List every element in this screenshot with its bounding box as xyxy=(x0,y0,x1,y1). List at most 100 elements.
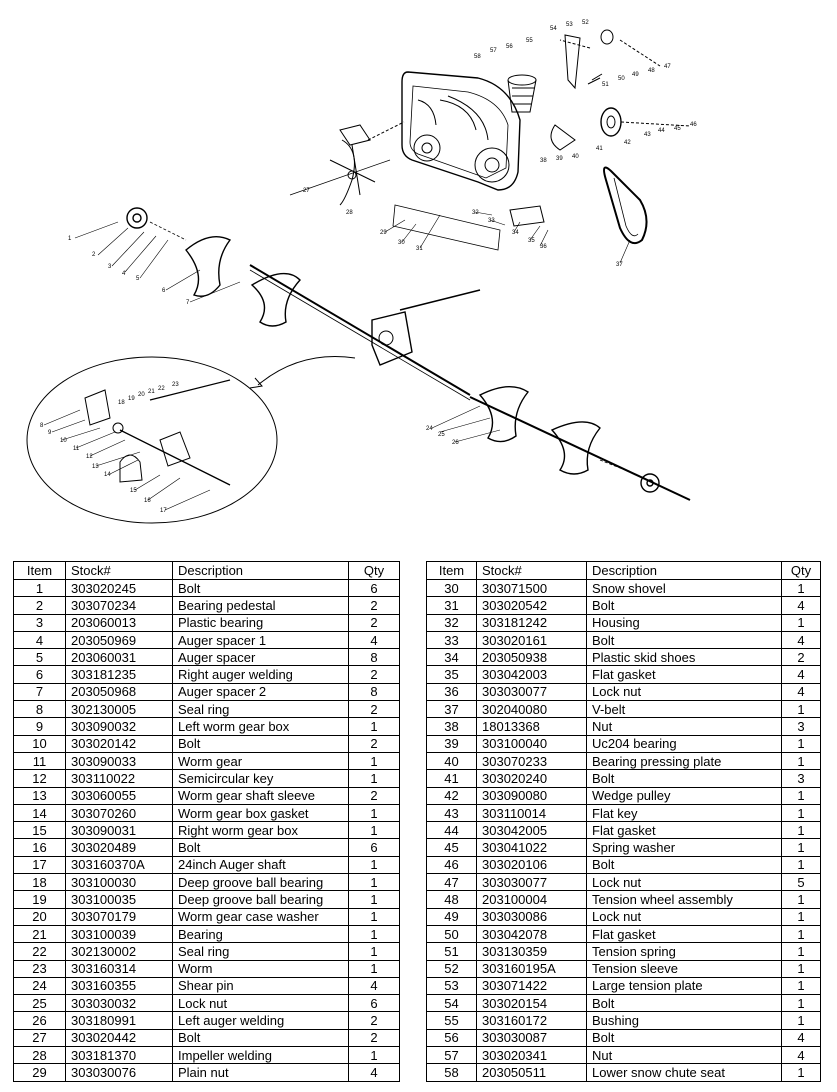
cell-stock: 303100035 xyxy=(65,890,173,909)
housing-drawing xyxy=(401,71,521,191)
cell-item: 57 xyxy=(426,1046,477,1065)
cell-item: 52 xyxy=(426,959,477,978)
cell-qty: 1 xyxy=(348,717,400,736)
cell-description: Tension spring xyxy=(586,942,782,961)
callout-label: 41 xyxy=(596,146,603,152)
cell-description: Bolt xyxy=(586,994,782,1013)
cell-description: Lock nut xyxy=(172,994,349,1013)
cell-description: Left auger welding xyxy=(172,1011,349,1030)
callout-label: 48 xyxy=(648,68,655,74)
cell-description: Plastic bearing xyxy=(172,613,349,632)
cell-stock: 303020245 xyxy=(65,578,173,598)
callout-label: 49 xyxy=(632,72,639,78)
callout-label: 22 xyxy=(158,386,165,392)
header-description: Description xyxy=(172,561,349,580)
cell-description: Bushing xyxy=(586,1011,782,1030)
cell-item: 49 xyxy=(426,907,477,926)
cell-stock: 303020161 xyxy=(476,630,587,650)
callout-label: 7 xyxy=(186,300,190,306)
cell-description: Bearing pedestal xyxy=(172,596,349,615)
cell-qty: 1 xyxy=(781,942,821,961)
cell-item: 26 xyxy=(13,1011,66,1030)
cell-stock: 303042078 xyxy=(476,924,587,944)
cell-description: Bolt xyxy=(586,769,782,788)
callout-label: 26 xyxy=(452,440,459,446)
cell-stock: 303160370A xyxy=(65,855,173,875)
v-belt-drawing xyxy=(603,166,648,244)
cell-item: 44 xyxy=(426,821,477,840)
cell-item: 13 xyxy=(13,786,66,805)
cell-item: 38 xyxy=(426,717,477,736)
callout-label: 58 xyxy=(474,54,481,60)
cell-item: 2 xyxy=(13,596,66,615)
cell-description: Flat key xyxy=(586,803,782,823)
cell-qty: 1 xyxy=(348,855,400,875)
cell-qty: 3 xyxy=(781,769,821,788)
cell-stock: 303160195A xyxy=(476,959,587,978)
cell-qty: 1 xyxy=(348,751,400,771)
cell-qty: 1 xyxy=(348,942,400,961)
callout-label: 27 xyxy=(303,188,310,194)
cell-item: 35 xyxy=(426,665,477,684)
callout-label: 9 xyxy=(48,430,52,436)
cell-qty: 1 xyxy=(781,907,821,926)
callout-label: 52 xyxy=(582,20,589,26)
cell-item: 11 xyxy=(13,751,66,771)
header-item: Item xyxy=(426,561,477,580)
callout-label: 11 xyxy=(73,446,80,452)
callout-label: 25 xyxy=(438,432,445,438)
cell-stock: 203100004 xyxy=(476,890,587,909)
cell-item: 1 xyxy=(13,578,66,598)
cell-item: 16 xyxy=(13,838,66,857)
cell-item: 6 xyxy=(13,665,66,684)
callout-label: 38 xyxy=(540,158,547,164)
cell-item: 8 xyxy=(13,700,66,719)
callout-label: 8 xyxy=(40,423,44,429)
cell-qty: 1 xyxy=(781,890,821,909)
cell-qty: 8 xyxy=(348,682,400,702)
cell-qty: 6 xyxy=(348,838,400,857)
callout-label: 45 xyxy=(674,126,681,132)
cell-qty: 1 xyxy=(781,994,821,1013)
cell-stock: 303020489 xyxy=(65,838,173,857)
callout-label: 13 xyxy=(92,464,99,470)
cell-stock: 303090031 xyxy=(65,821,173,840)
cell-qty: 2 xyxy=(781,648,821,667)
cell-description: Large tension plate xyxy=(586,976,782,996)
callout-label: 44 xyxy=(658,128,665,134)
cell-item: 34 xyxy=(426,648,477,667)
cell-description: Shear pin xyxy=(172,976,349,996)
cell-item: 29 xyxy=(13,1063,66,1082)
cell-stock: 303020240 xyxy=(476,769,587,788)
cell-description: Auger spacer xyxy=(172,648,349,667)
cell-item: 10 xyxy=(13,734,66,753)
cell-description: Tension sleeve xyxy=(586,959,782,978)
cell-stock: 302040080 xyxy=(476,700,587,719)
cell-stock: 302130005 xyxy=(65,700,173,719)
cell-stock: 303180991 xyxy=(65,1011,173,1030)
callout-label: 2 xyxy=(92,252,96,258)
cell-qty: 1 xyxy=(781,976,821,996)
cell-qty: 2 xyxy=(348,786,400,805)
